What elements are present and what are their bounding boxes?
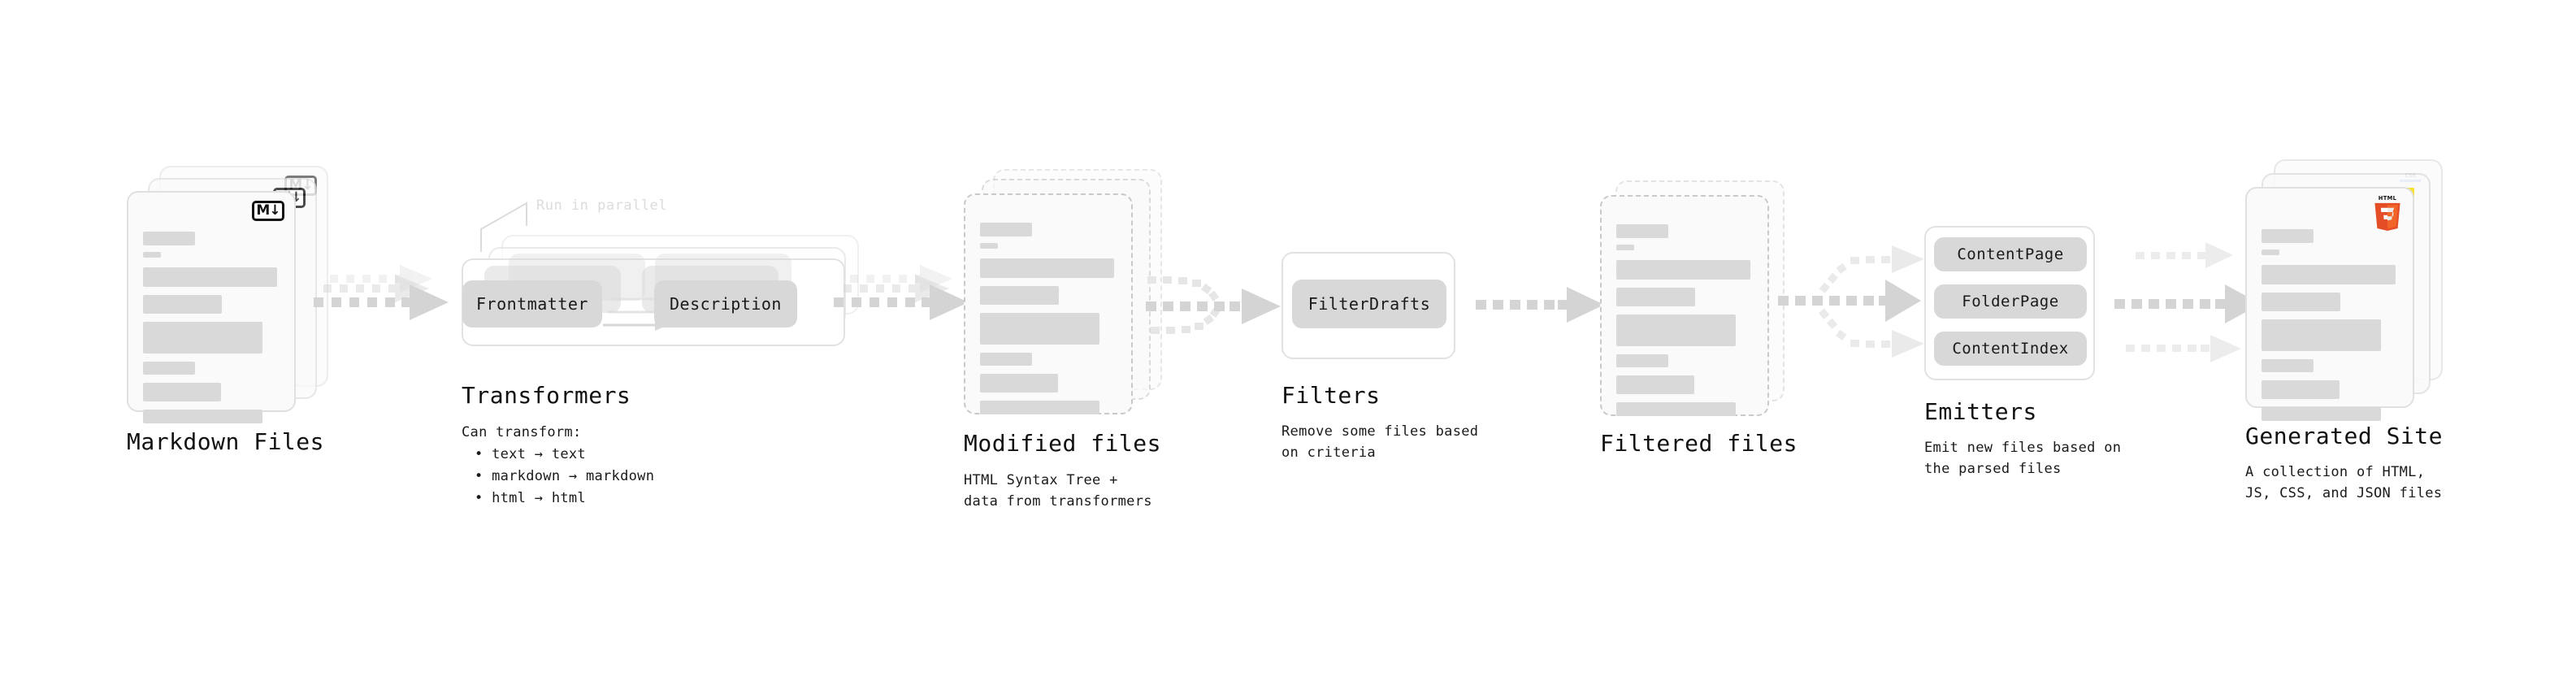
markdown-card-front[interactable]: M↓ [127, 191, 296, 423]
filter-node-filterdrafts[interactable]: FilterDrafts [1292, 280, 1446, 328]
connector-filters-to-filtered [1476, 287, 1606, 337]
connector-emitters-to-site [2105, 237, 2283, 375]
stage-title-markdown-files: Markdown Files [127, 428, 325, 455]
content-bar [1616, 245, 1634, 250]
content-bar [143, 267, 277, 287]
content-bar [2262, 407, 2381, 421]
content-bar [980, 286, 1059, 305]
dotted-arrow-icon [1476, 287, 1604, 323]
content-bar [1616, 314, 1736, 346]
content-bar [143, 322, 262, 354]
content-bar [2262, 249, 2279, 255]
content-bar [2262, 293, 2340, 311]
stage-subtitle-filters: Remove some files based on criteria [1281, 423, 1479, 462]
content-bar [980, 258, 1114, 278]
card-content-bars [2262, 229, 2398, 427]
connector-modified-to-filters [1136, 262, 1290, 351]
content-bar [980, 374, 1058, 393]
stage-title-transformers: Transformers [462, 382, 631, 409]
connector-transformers-to-modified [830, 265, 993, 341]
content-bar [143, 232, 195, 245]
svg-text:HTML: HTML [2379, 195, 2397, 202]
content-bar [2262, 319, 2381, 351]
content-bar [2262, 265, 2396, 284]
stage-title-generated-site: Generated Site [2245, 423, 2444, 449]
content-bar [2262, 359, 2314, 372]
stage-title-emitters: Emitters [1924, 398, 2037, 425]
content-bar [980, 243, 998, 249]
card-content-bars [980, 223, 1117, 421]
html5-icon: HTML [2372, 193, 2403, 231]
content-bar [2262, 229, 2314, 243]
content-bar [980, 223, 1032, 236]
stage-subtitle-modified-files: HTML Syntax Tree + data from transformer… [964, 472, 1152, 510]
filtered-card-front[interactable] [1600, 195, 1769, 416]
transformer-node-frontmatter[interactable]: Frontmatter [462, 280, 602, 327]
card-content-bars [1616, 224, 1753, 423]
content-bar [1616, 288, 1695, 306]
emitter-node-contentpage[interactable]: ContentPage [1934, 237, 2087, 271]
content-bar [143, 252, 161, 258]
merge-dotted-arrow-icon [1146, 276, 1281, 334]
generated-card-html[interactable]: HTML [2245, 187, 2414, 421]
content-bar [143, 383, 221, 401]
connector-filtered-to-emitters [1778, 236, 1941, 374]
fork-dotted-arrow-icon [1778, 245, 1924, 358]
content-bar [143, 295, 222, 314]
emitter-node-contentindex[interactable]: ContentIndex [1934, 332, 2087, 366]
content-bar [1616, 402, 1736, 416]
stacked-dotted-arrow-icon [834, 265, 969, 320]
stage-title-filters: Filters [1281, 382, 1381, 409]
parallel-bracket-icon [480, 202, 527, 252]
transformer-node-description[interactable]: Description [654, 280, 797, 327]
stacked-dotted-arrow-icon [314, 265, 449, 320]
content-bar [1616, 260, 1750, 280]
stage-title-modified-files: Modified files [964, 430, 1162, 457]
stage-title-filtered-files: Filtered files [1600, 430, 1798, 457]
card-content-bars [143, 232, 280, 430]
transformers-bullet-2: • html → html [475, 490, 586, 506]
emitter-node-folderpage[interactable]: FolderPage [1934, 284, 2087, 319]
content-bar [1616, 354, 1668, 367]
content-bar [143, 410, 262, 423]
transformers-bullet-0: • text → text [475, 446, 586, 462]
markdown-icon: M↓ [252, 201, 284, 221]
content-bar [1616, 375, 1694, 394]
stage-subtitle-transformers: Can transform: [462, 424, 582, 440]
stage-subtitle-emitters: Emit new files based on the parsed files [1924, 440, 2122, 478]
content-bar [980, 353, 1032, 366]
content-bar [980, 313, 1099, 345]
connector-markdown-to-transformers [310, 265, 473, 341]
stage-subtitle-generated-site: A collection of HTML, JS, CSS, and JSON … [2245, 464, 2443, 502]
modified-card-front[interactable] [964, 193, 1133, 414]
parallel-annotation: Run in parallel [536, 197, 668, 214]
content-bar [143, 362, 195, 375]
content-bar [2262, 380, 2340, 399]
content-bar [980, 401, 1099, 414]
transformers-bullet-1: • markdown → markdown [475, 468, 655, 484]
content-bar [1616, 224, 1668, 238]
triple-dotted-arrow-icon [2114, 242, 2261, 362]
